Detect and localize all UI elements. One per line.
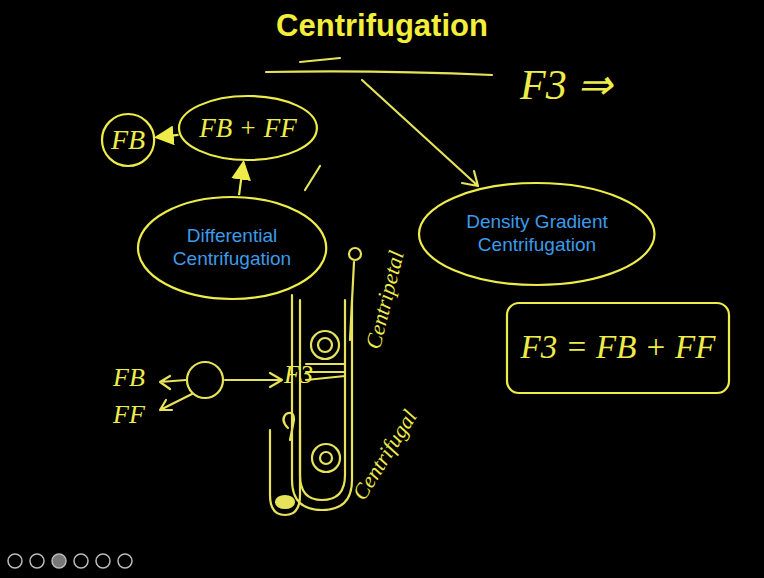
- particle: [320, 452, 332, 464]
- force-arrow: [160, 394, 192, 410]
- toolbar-icon: [118, 554, 132, 568]
- slide-title: Centrifugation: [0, 8, 764, 44]
- ellipse-outline: [179, 96, 317, 160]
- topic-ellipse: FB + FF: [177, 94, 319, 162]
- node-text: Differential Centrifugation: [165, 225, 300, 271]
- toolbar-icon: [74, 554, 88, 568]
- ellipse-outline: [419, 183, 655, 285]
- ellipse-outline: [102, 114, 154, 166]
- toolbar-icon: [30, 554, 44, 568]
- rotor-axis: [349, 248, 361, 260]
- arrow-connector: [239, 162, 243, 195]
- topic-ellipse: FB: [100, 112, 156, 168]
- box-outline: [507, 303, 729, 393]
- tube-outline: [300, 300, 345, 500]
- handwritten-label: Centripetal: [360, 248, 409, 352]
- particle: [311, 331, 339, 359]
- node-text: FB + FF: [199, 112, 297, 144]
- sketch-stroke: [300, 58, 340, 62]
- handwritten-label: FF: [113, 400, 145, 430]
- force-arrow: [225, 373, 282, 387]
- handwritten-label: Centrifugal: [347, 405, 423, 505]
- formula-box: F3 = FB + FF: [505, 301, 731, 395]
- arrow-connector: [156, 135, 179, 137]
- pellet: [276, 496, 294, 508]
- particle: [318, 338, 332, 352]
- sketch-arrow: [362, 80, 478, 186]
- particle: [187, 362, 223, 398]
- toolbar-icon: [52, 554, 66, 568]
- force-arrow: [160, 376, 186, 389]
- toolbar-icon: [96, 554, 110, 568]
- handwritten-label: FB: [113, 363, 145, 393]
- title-underline: [266, 71, 492, 75]
- axis-line: [350, 262, 354, 340]
- sketch-stroke: [305, 166, 320, 190]
- sketch-stroke: [283, 413, 294, 440]
- node-text: F3 = FB + FF: [521, 328, 716, 368]
- handwritten-label: F3: [284, 360, 313, 390]
- small-tube: [270, 430, 300, 515]
- ellipse-outline: [138, 197, 326, 299]
- node-text: Density Gradient Centrifugation: [452, 211, 622, 257]
- topic-ellipse: Density Gradient Centrifugation: [417, 181, 657, 287]
- topic-ellipse: Differential Centrifugation: [136, 195, 328, 301]
- node-text: FB: [111, 123, 145, 157]
- toolbar-icon: [8, 554, 22, 568]
- particle: [312, 444, 340, 472]
- handwritten-label: F3 ⇒: [520, 60, 612, 109]
